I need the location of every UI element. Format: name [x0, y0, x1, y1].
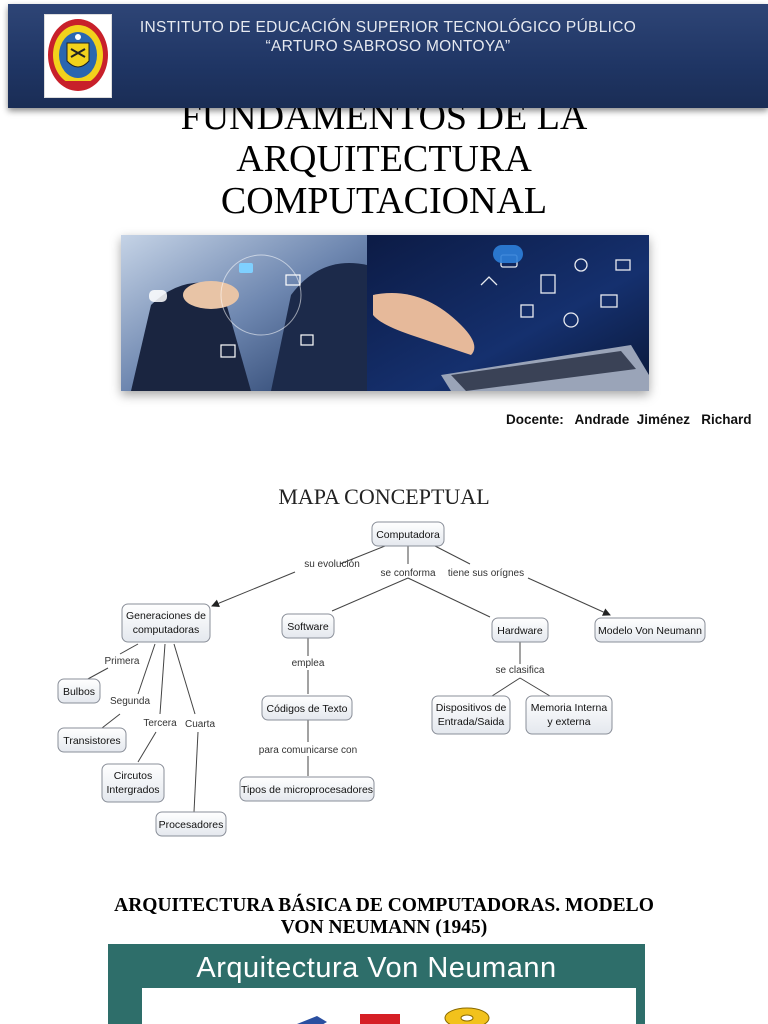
link-su-evolucion: su evolución [304, 559, 360, 570]
svg-text:y externa: y externa [547, 716, 590, 728]
svg-text:Tipos de microprocesadores: Tipos de microprocesadores [241, 784, 373, 796]
link-tiene-origenes: tiene sus orígnes [448, 568, 524, 579]
svg-text:computadoras: computadoras [133, 624, 200, 636]
node-transistores: Transistores [57, 727, 127, 753]
institute-header: INSTITUTO DE EDUCACIÓN SUPERIOR TECNOLÓG… [8, 4, 768, 108]
node-tipos: Tipos de microprocesadores [239, 776, 375, 802]
svg-text:Computadora: Computadora [376, 529, 440, 541]
svg-text:Entrada/Saida: Entrada/Saida [438, 716, 505, 728]
node-computadora: Computadora [371, 521, 445, 547]
link-emplea: emplea [292, 658, 325, 669]
institute-line-2: “ARTURO SABROSO MONTOYA” [265, 38, 511, 55]
node-memoria: Memoria Interna y externa [525, 695, 613, 735]
node-bulbos: Bulbos [57, 678, 101, 704]
node-dispositivos: Dispositivos de Entrada/Saida [431, 695, 511, 735]
von-neumann-slide-title: Arquitectura Von Neumann [196, 952, 557, 984]
svg-text:Circutos: Circutos [114, 770, 153, 782]
svg-text:Procesadores: Procesadores [159, 819, 224, 831]
node-hardware: Hardware [491, 617, 549, 643]
node-software: Software [281, 613, 335, 639]
svg-text:Memoria Interna: Memoria Interna [531, 702, 608, 714]
link-primera: Primera [104, 656, 139, 667]
link-se-clasifica: se clasifica [496, 665, 545, 676]
node-codigos: Códigos de Texto [261, 695, 353, 721]
institute-name: INSTITUTO DE EDUCACIÓN SUPERIOR TECNOLÓG… [138, 18, 638, 56]
von-neumann-slide: Arquitectura Von Neumann [108, 944, 645, 1024]
section-title: ARQUITECTURA BÁSICA DE COMPUTADORAS. MOD… [60, 895, 708, 939]
node-generaciones: Generaciones de computadoras [121, 603, 211, 643]
section-title-line-1: ARQUITECTURA BÁSICA DE COMPUTADORAS. MOD… [114, 895, 654, 916]
svg-text:Transistores: Transistores [63, 735, 120, 747]
document-title: FUNDAMENTOS DE LA ARQUITECTURA COMPUTACI… [0, 96, 768, 222]
concept-map-title: MAPA CONCEPTUAL [278, 484, 490, 509]
svg-text:Códigos de Texto: Códigos de Texto [267, 703, 348, 715]
section-title-line-2: VON NEUMANN (1945) [280, 917, 488, 938]
svg-text:Generaciones de: Generaciones de [126, 610, 206, 622]
svg-text:Bulbos: Bulbos [63, 686, 95, 698]
link-segunda: Segunda [110, 696, 150, 707]
link-para-comunicarse: para comunicarse con [259, 745, 357, 756]
link-se-conforma: se conforma [380, 568, 435, 579]
svg-text:Software: Software [287, 621, 329, 633]
cd-disk-icon [444, 1007, 490, 1024]
institute-crest-icon [44, 14, 112, 98]
title-line-2: ARQUITECTURA [236, 138, 532, 180]
link-cuarta: Cuarta [185, 719, 215, 730]
concept-map: su evolución se conforma tiene sus orígn… [50, 514, 720, 844]
von-neumann-diagram [142, 988, 636, 1024]
teacher-name: Docente: Andrade Jiménez Richard [506, 412, 752, 427]
node-circuitos: Circutos Intergrados [101, 763, 165, 803]
technology-touch-and-laptop-photo [121, 235, 649, 391]
title-line-3: COMPUTACIONAL [220, 180, 548, 222]
svg-text:Modelo Von Neumann: Modelo Von Neumann [598, 625, 702, 637]
svg-text:Intergrados: Intergrados [106, 784, 159, 796]
link-tercera: Tercera [143, 718, 177, 729]
cpu-block-icon [360, 1014, 400, 1024]
node-von-neumann: Modelo Von Neumann [594, 617, 706, 643]
institute-line-1: INSTITUTO DE EDUCACIÓN SUPERIOR TECNOLÓG… [139, 19, 637, 36]
node-procesadores: Procesadores [155, 811, 227, 837]
svg-text:Hardware: Hardware [497, 625, 543, 637]
svg-text:Dispositivos de: Dispositivos de [436, 702, 507, 714]
